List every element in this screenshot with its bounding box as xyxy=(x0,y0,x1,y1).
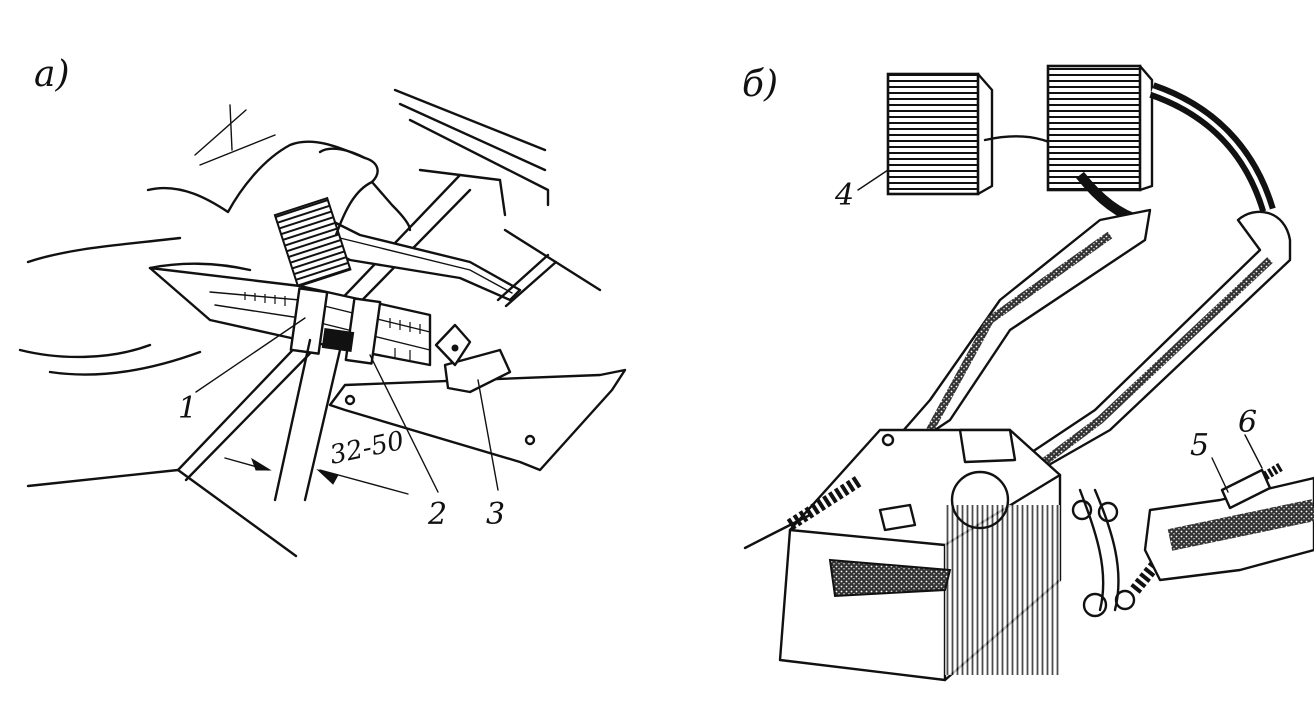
hand xyxy=(18,140,412,376)
caliper-slider-1 xyxy=(289,287,329,355)
return-spring xyxy=(743,433,895,550)
callout-5: 5 xyxy=(1190,428,1209,463)
caliper-slider-2 xyxy=(344,297,382,365)
callouts-a: 1 2 3 xyxy=(178,317,505,532)
pedal-lever xyxy=(273,196,558,308)
panel-b: б) xyxy=(742,64,1314,682)
panel-a-label: а) xyxy=(34,54,70,95)
panel-b-label: б) xyxy=(742,64,778,105)
callout-1: 1 xyxy=(178,391,197,426)
callouts-b: 4 5 6 xyxy=(834,169,1263,493)
caliper-ruler xyxy=(148,266,432,367)
pedal-right xyxy=(1046,64,1276,225)
dimension-32-50: 32-50 xyxy=(327,426,407,471)
callout-3: 3 xyxy=(486,497,505,532)
callout-2: 2 xyxy=(427,497,447,532)
callout-4: 4 xyxy=(834,178,854,213)
yoke-linkage xyxy=(1071,488,1180,618)
pedal-arms xyxy=(893,208,1292,472)
pedal-pad xyxy=(273,196,352,288)
panel-a: а) xyxy=(18,54,627,558)
callout-6: 6 xyxy=(1238,405,1257,440)
pushrod-bracket xyxy=(1143,462,1314,582)
cylinder-housing xyxy=(778,428,1062,682)
mounting-plate xyxy=(328,323,627,472)
pedal-left xyxy=(886,72,1092,196)
